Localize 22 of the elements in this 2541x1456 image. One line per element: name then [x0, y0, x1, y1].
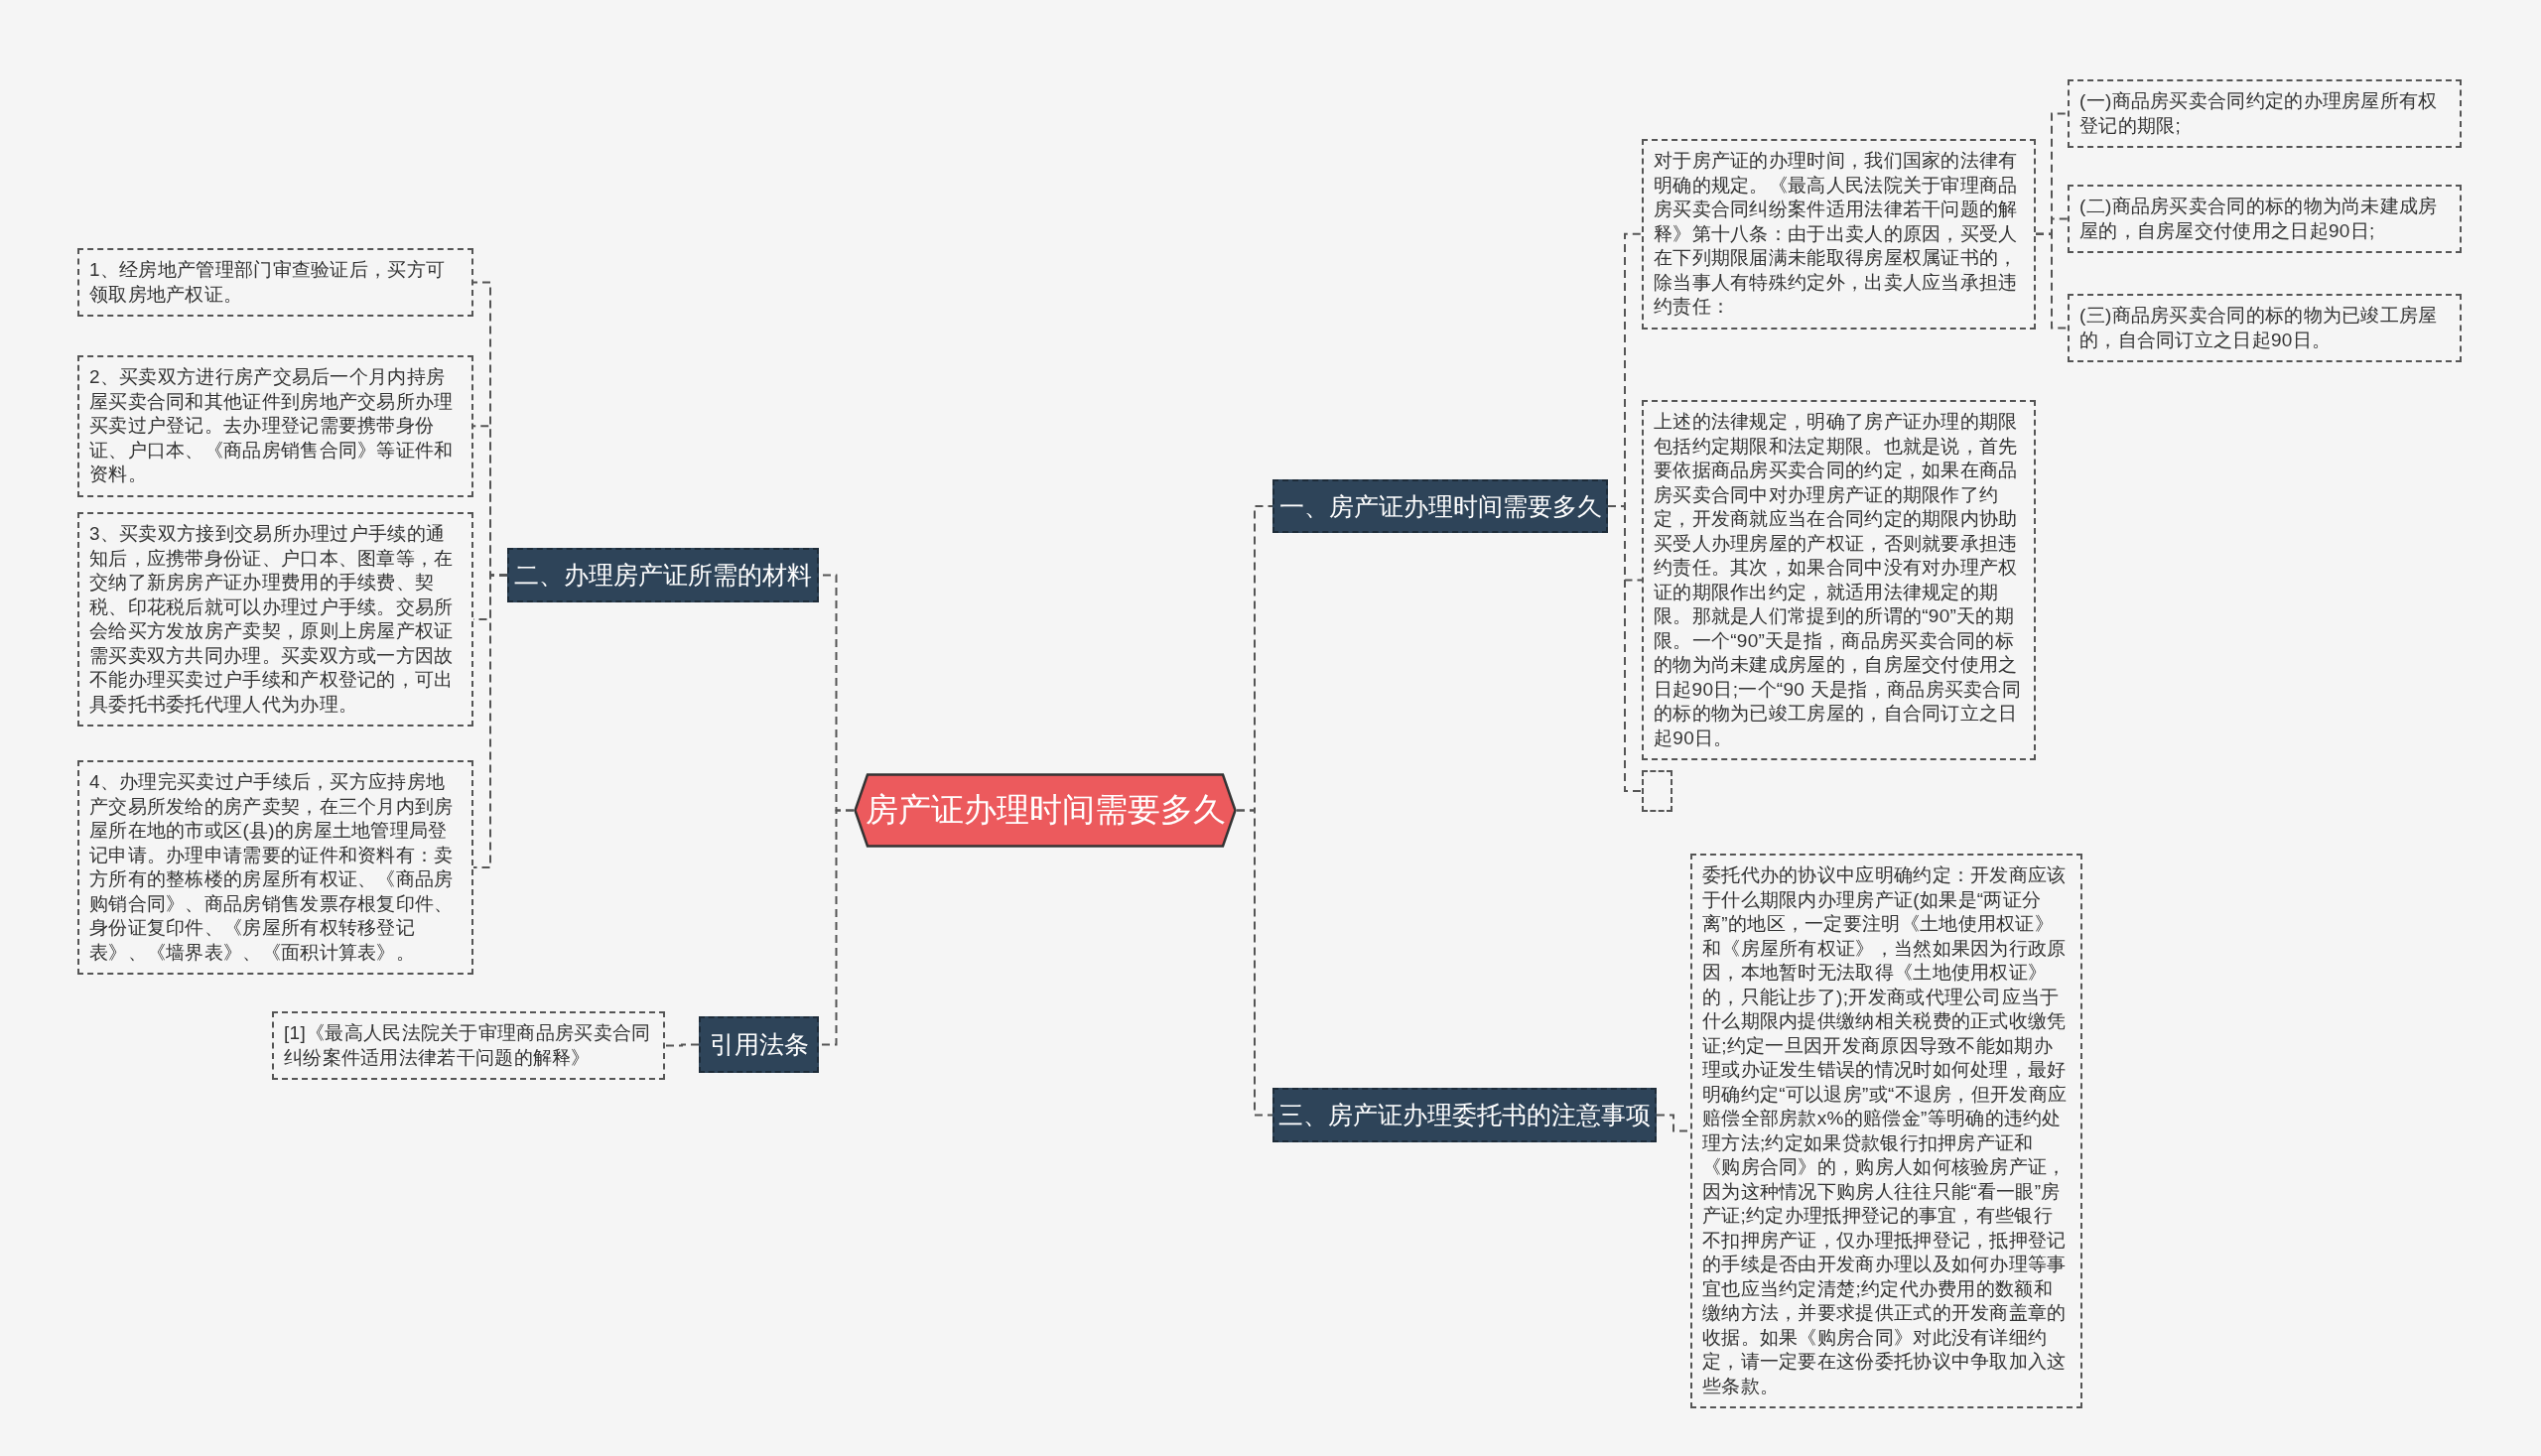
branch-topic: 三、房产证办理委托书的注意事项 — [1272, 1088, 1657, 1142]
connector-line — [472, 574, 508, 868]
text-box: 上述的法律规定，明确了房产证办理的期限包括约定期限和法定期限。也就是说，首先要依据商品房买卖合同的约定，如果在商品房买卖合同中对办理房产证的期限作了约定，开发商就应当在合同约定的期限内协助买受人办理房屋的产权证，否则就要承担违约责任。其次，如果合同中没有对办理产权证的期限作出约定，就适用法律规定的期限。那就是人们常提到的所谓的“90”天的期限。一个“90”天是指，商品房买卖合同的标的物为尚未建成房屋的，自房屋交付使用之日起90日;一个“90 天是指，商品房买卖合同的标的物为已竣工房屋的，自合同订立之日起90日。 — [1642, 400, 2036, 760]
connector-line — [664, 1043, 700, 1047]
branch-topic: 二、办理房产证所需的材料 — [507, 548, 819, 602]
branch-topic: 一、房产证办理时间需要多久 — [1272, 479, 1608, 533]
text-box: 2、买卖双方进行房产交易后一个月内持房屋买卖合同和其他证件到房地产交易所办理买卖过户登记。去办理登记需要携带身份证、户口本、《商品房销售合同》等证件和资料。 — [77, 355, 473, 497]
text-box: 1、经房地产管理部门审查验证后，买方可领取房地产权证。 — [77, 248, 473, 317]
text-box: [1]《最高人民法院关于审理商品房买卖合同纠纷案件适用法律若干问题的解释》 — [272, 1011, 665, 1080]
text-box: (三)商品房买卖合同的标的物为已竣工房屋的，自合同订立之日起90日。 — [2068, 294, 2462, 362]
branch-topic: 引用法条 — [699, 1016, 819, 1073]
central-topic: 房产证办理时间需要多久 — [854, 773, 1237, 848]
connector-line — [1607, 505, 1643, 792]
connector-line — [1236, 809, 1273, 1117]
text-box: 4、办理完买卖过户手续后，买方应持房地产交易所发给的房产卖契，在三个月内到房屋所在地的市或区(县)的房屋土地管理局登记申请。办理申请需要的证件和资料有：卖方所有的整栋楼的房屋所有权证、《商品房购销合同》、商品房销售发票存根复印件、身份证复印件、《房屋所有权转移登记表》、《墙界表》、《面积计算表》。 — [77, 760, 473, 975]
text-box: 3、买卖双方接到交易所办理过户手续的通知后，应携带身份证、户口本、图章等，在交纳了新房房产证办理费用的手续费、契税、印花税后就可以办理过户手续。交易所会给买方发放房产卖契，原则上房屋产权证需买卖双方共同办理。买卖双方或一方因故不能办理买卖过户手续和产权登记的，可出具委托书委托代理人代为办理。 — [77, 512, 473, 727]
text-box: 对于房产证的办理时间，我们国家的法律有明确的规定。《最高人民法院关于审理商品房买卖合同纠纷案件适用法律若干问题的解释》第十八条：由于出卖人的原因，买受人在下列期限届满未能取得房屋权属证书的，除当事人有特殊约定外，出卖人应当承担违约责任： — [1642, 139, 2036, 330]
connector-line — [2035, 232, 2069, 330]
text-box: (二)商品房买卖合同的标的物为尚未建成房屋的，自房屋交付使用之日起90日; — [2068, 185, 2462, 253]
empty-box — [1642, 770, 1672, 812]
text-box: 委托代办的协议中应明确约定：开发商应该于什么期限内办理房产证(如果是“两证分离”的地区，一定要注明《土地使用权证》和《房屋所有权证》，当然如果因为行政原因，本地暂时无法取得《土地使用权证》的，只能让步了);开发商或代理公司应当于什么期限内提供缴纳相关税费的正式收缴凭证;约定一旦因开发商原因导致不能如期办理或办证发生错误的情况时如何处理，最好明确约定“可以退房”或“不退房，但开发商应赔偿全部房款x%的赔偿金”等明确的违约处理方法;约定如果贷款银行扣押房产证和《购房合同》的，购房人如何核验房产证，因为这种情况下购房人往往只能“看一眼”房产证;约定办理抵押登记的事宜，有些银行不扣押房产证，仅办理抵押登记，抵押登记的手续是否由开发商办理以及如何办理等事宜也应当约定清楚;约定代办费用的数额和缴纳方法，并要求提供正式的开发商盖章的收据。如果《购房合同》对此没有详细约定，请一定要在这份委托协议中争取加入这些条款。 — [1690, 854, 2082, 1408]
text-box: (一)商品房买卖合同约定的办理房屋所有权登记的期限; — [2068, 79, 2462, 148]
